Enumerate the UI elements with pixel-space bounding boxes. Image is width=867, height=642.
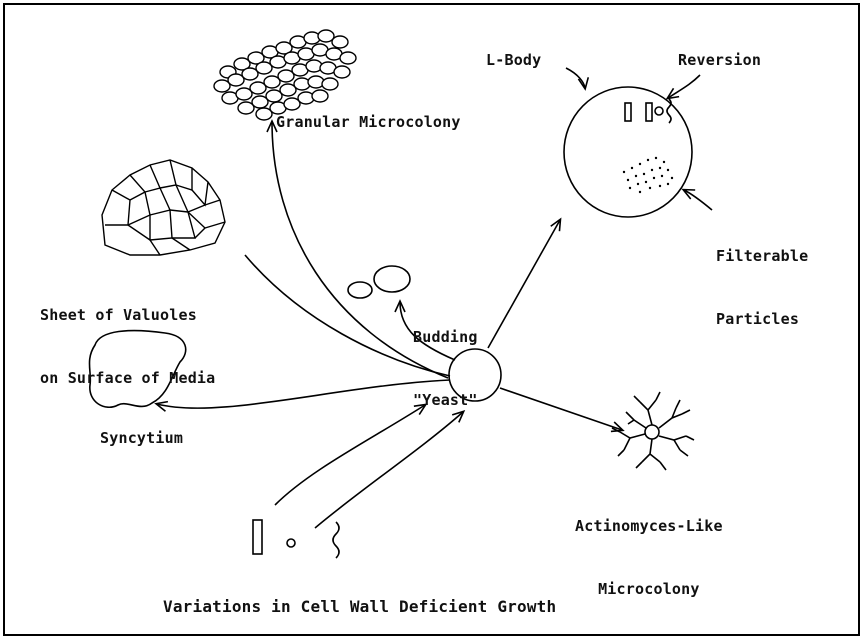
arrow-filterable (684, 190, 712, 210)
actinomyces-drawing (612, 392, 694, 470)
l-body-cell (564, 87, 692, 217)
syncytium-label: Syncytium (100, 428, 183, 449)
budding-label-line-1: Budding (413, 327, 478, 348)
sheet-label-line-1: Sheet of Valuoles (40, 305, 215, 326)
budding-yeast-label: Budding "Yeast" (413, 285, 478, 432)
actinomyces-label: Actinomyces-Like Microcolony (575, 474, 723, 621)
arrow-from-forms-1 (275, 405, 425, 505)
arrow-to-actinomyces (500, 388, 622, 430)
rod-form (253, 520, 262, 554)
arrow-reversion (668, 75, 700, 98)
arrow-l-body (566, 68, 585, 88)
budding-label-line-2: "Yeast" (413, 390, 478, 411)
coccus-form (287, 539, 295, 547)
granular-microcolony-label: Granular Microcolony (276, 112, 461, 133)
arrow-to-l-body (488, 220, 560, 348)
reversion-label: Reversion (678, 50, 761, 71)
actinomyces-label-line-2: Microcolony (575, 579, 723, 600)
diagram-title: Variations in Cell Wall Deficient Growth (163, 596, 556, 617)
l-body-label: L-Body (486, 50, 541, 71)
sheet-of-vacuoles-drawing (102, 160, 225, 255)
filterable-label-line-2: Particles (716, 309, 808, 330)
spiral-form (333, 522, 339, 558)
filterable-particles-label: Filterable Particles (716, 204, 808, 351)
granular-microcolony-drawing (214, 30, 356, 120)
sheet-of-vacuoles-label: Sheet of Valuoles on Surface of Media (40, 263, 215, 410)
yeast-cell-large (374, 266, 410, 292)
sheet-label-line-2: on Surface of Media (40, 368, 215, 389)
filterable-label-line-1: Filterable (716, 246, 808, 267)
yeast-cell-small (348, 282, 372, 298)
actinomyces-label-line-1: Actinomyces-Like (575, 516, 723, 537)
